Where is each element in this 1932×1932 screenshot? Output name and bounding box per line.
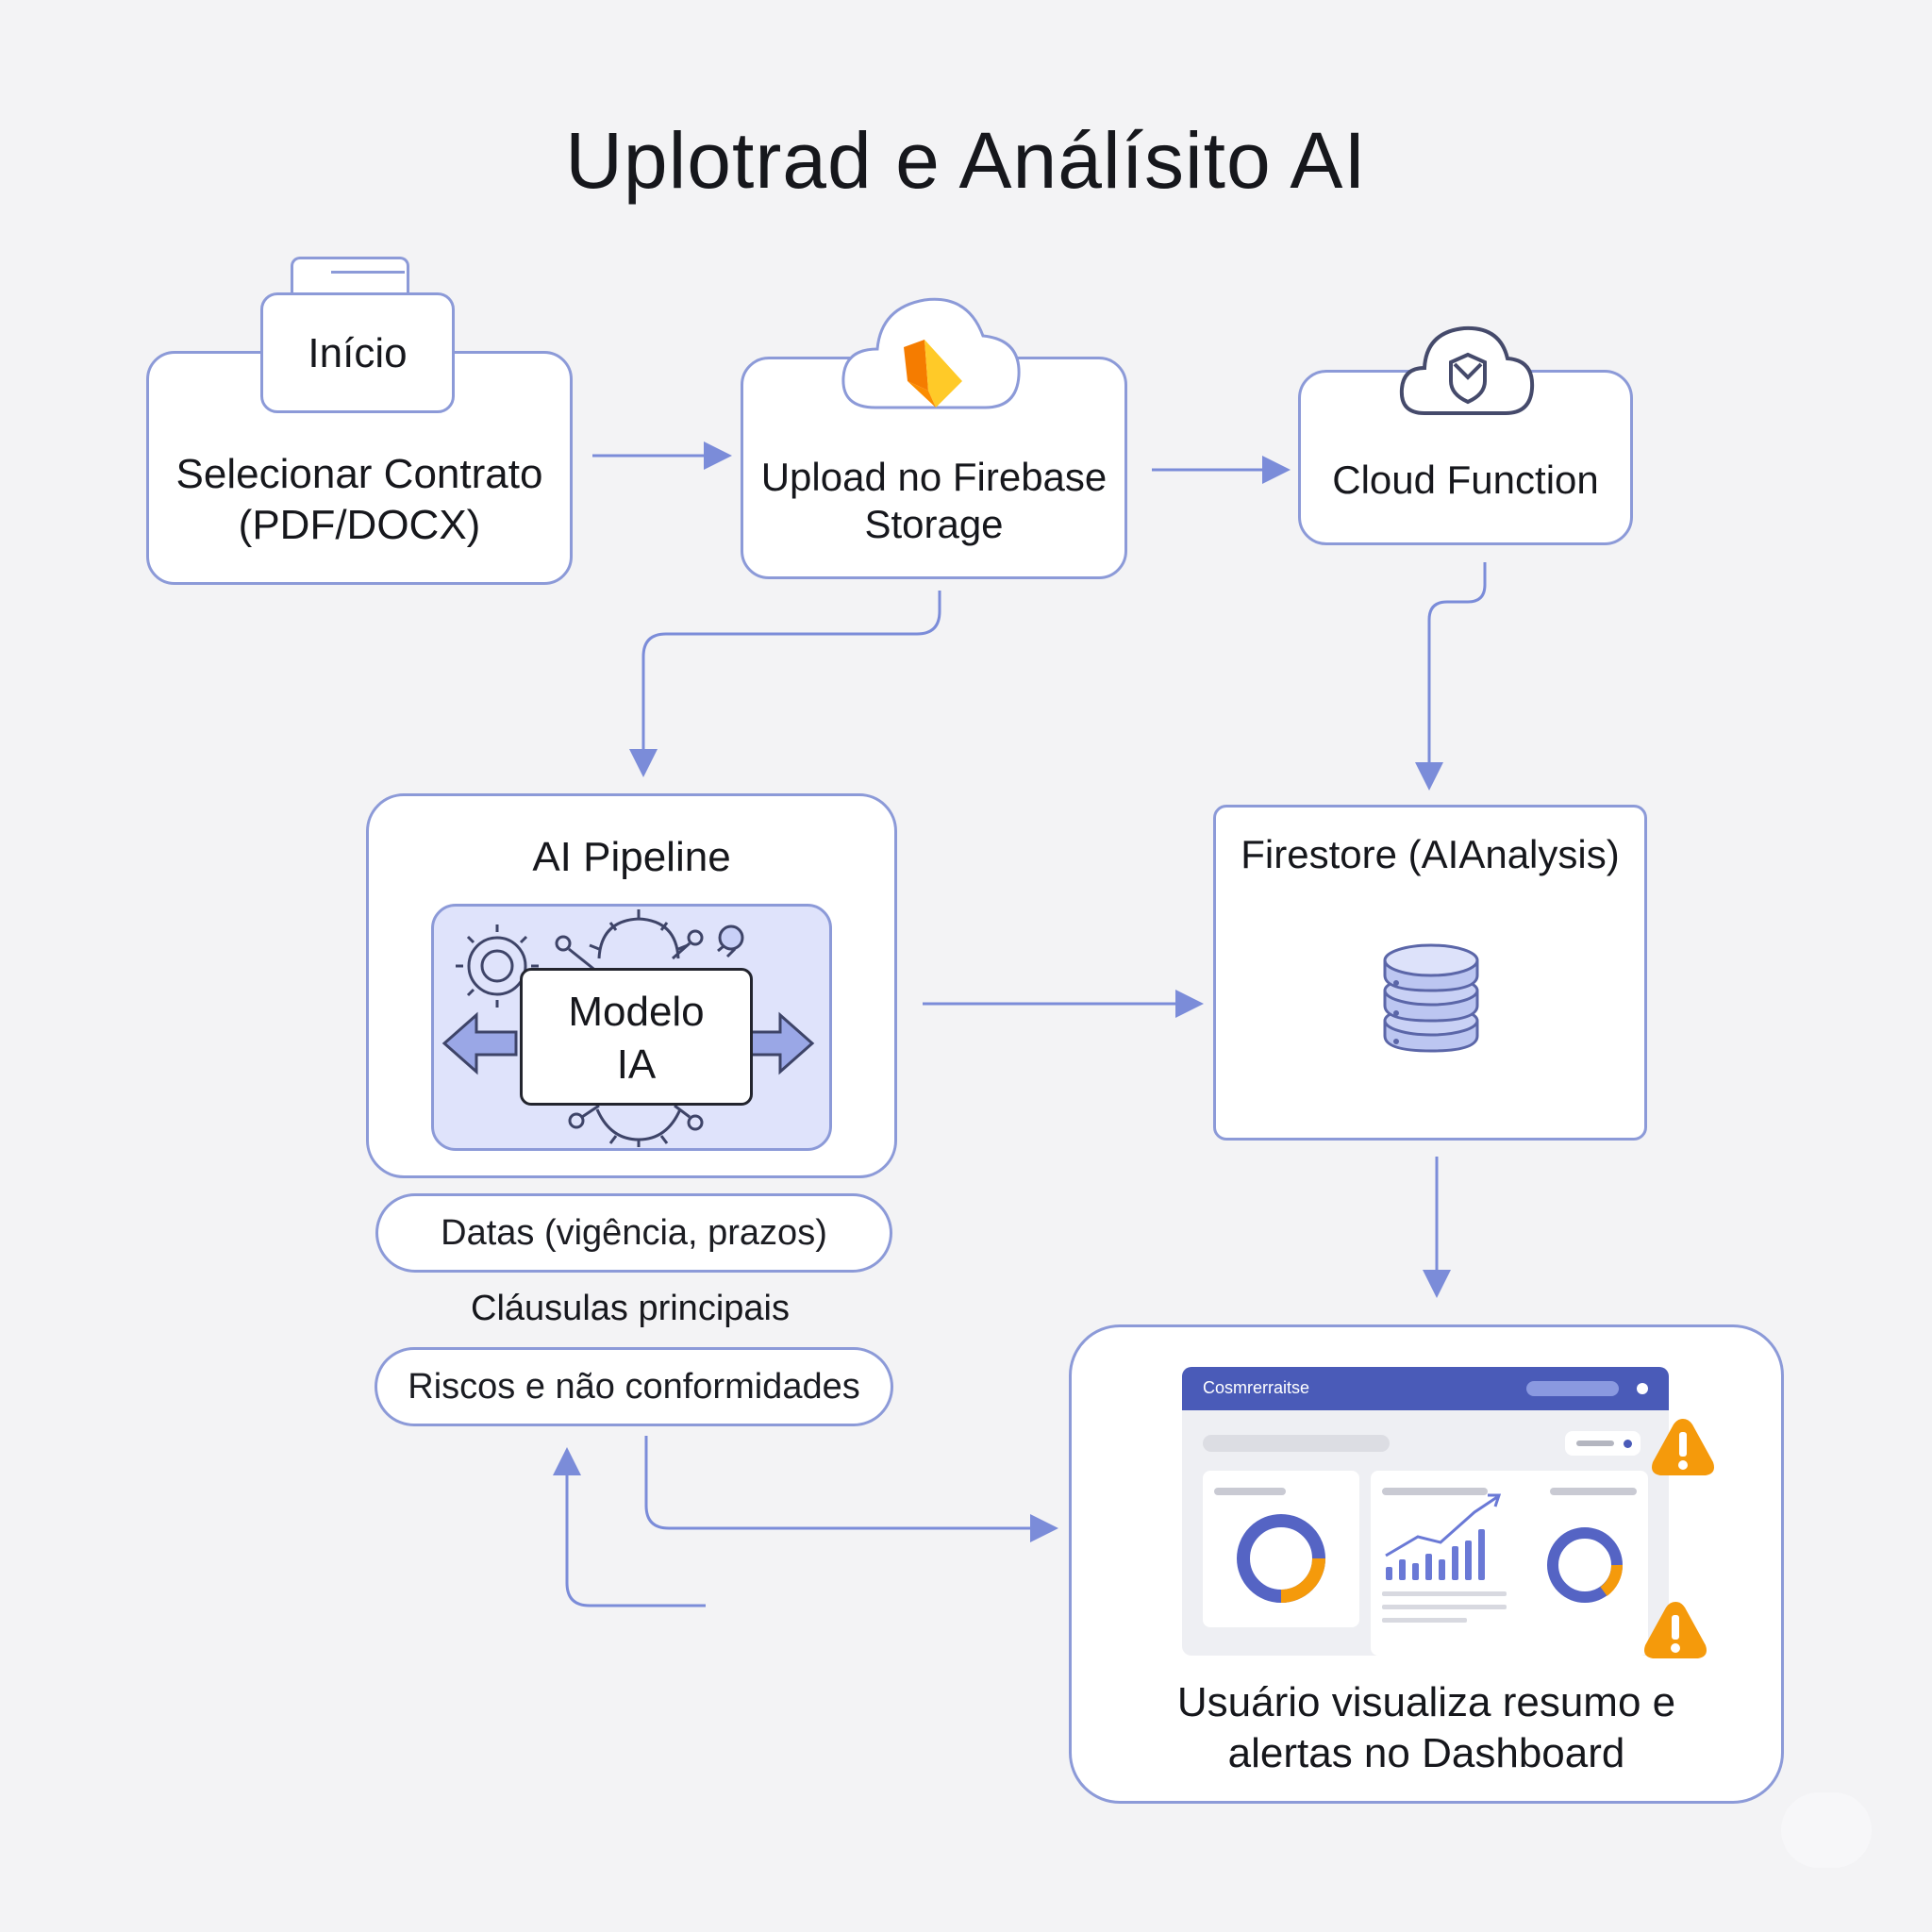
- firestore-title: Firestore (AIAnalysis): [1241, 832, 1620, 876]
- output-dates: Datas (vigência, prazos): [375, 1193, 892, 1273]
- upload-label-line1: Upload no Firebase: [760, 455, 1108, 499]
- start-tab: [260, 292, 455, 413]
- firebase-cloud-icon: [841, 297, 1021, 409]
- pipeline-title: AI Pipeline: [532, 834, 731, 880]
- dashboard-header-dot: [1637, 1383, 1648, 1394]
- start-label-line2: (PDF/DOCX): [238, 502, 481, 548]
- dashboard-toggle: [1565, 1431, 1641, 1456]
- warning-icon: [1652, 1419, 1714, 1475]
- dashboard-label-line2: alertas no Dashboard: [1227, 1730, 1625, 1776]
- diagram-title: Uplotrad e Análísito AI: [565, 116, 1367, 205]
- database-icon: [1383, 943, 1479, 1053]
- function-label: Cloud Function: [1332, 458, 1599, 502]
- arrow-feedback-to-outputs: [553, 1447, 706, 1607]
- dashboard-widgets: [1214, 1488, 1637, 1623]
- start-tab-label: Início: [308, 330, 408, 376]
- dashboard-filter-bar: [1203, 1435, 1390, 1452]
- output-clauses: Cláusulas principais: [471, 1289, 790, 1328]
- model-label-line1: Modelo: [568, 989, 705, 1035]
- pipeline-model-panel: [431, 904, 832, 1151]
- dashboard-search-bar: [1526, 1381, 1619, 1396]
- model-box: [520, 968, 753, 1106]
- arrow-function-to-firestore: [1415, 562, 1487, 791]
- cloud-shield-icon: [1399, 325, 1535, 415]
- dashboard-header-text: Cosmrerraitse: [1203, 1378, 1310, 1397]
- upload-label-line2: Storage: [864, 502, 1004, 546]
- start-tab-top: [291, 257, 409, 296]
- output-risks: Riscos e não conformidades: [375, 1347, 893, 1426]
- start-label-line1: Selecionar Contrato: [175, 451, 543, 497]
- warning-icon: [1644, 1602, 1707, 1658]
- arrow-upload-to-pipeline: [629, 591, 941, 777]
- watermark-badge: [1781, 1792, 1872, 1868]
- model-label-line2: IA: [616, 1041, 657, 1088]
- arrow-outputs-to-dashboard: [644, 1436, 1058, 1542]
- dashboard-label-line1: Usuário visualiza resumo e: [1176, 1679, 1676, 1725]
